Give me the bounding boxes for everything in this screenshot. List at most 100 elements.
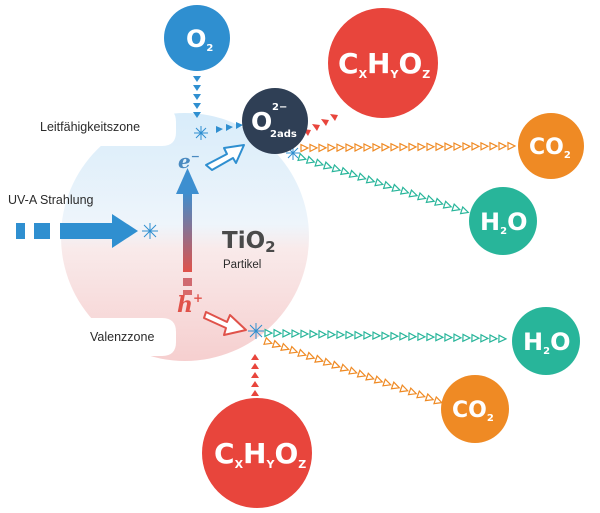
hole-transfer-arrow bbox=[203, 311, 247, 336]
voc-top-flow-arrows bbox=[303, 114, 338, 136]
trail-triangle bbox=[348, 366, 359, 375]
superoxide-to-co2-trail bbox=[300, 141, 517, 153]
trail-triangle bbox=[498, 334, 508, 344]
trail-triangle bbox=[459, 205, 470, 215]
trail-triangle bbox=[453, 333, 463, 343]
trail-triangle bbox=[416, 389, 427, 399]
electron-transfer-arrow bbox=[205, 144, 245, 171]
trail-triangle bbox=[424, 392, 435, 402]
trail-triangle bbox=[498, 141, 508, 151]
trail-triangle bbox=[462, 333, 472, 343]
svg-text:O2: O2 bbox=[186, 25, 213, 54]
trail-triangle bbox=[434, 197, 444, 206]
conduction-sparkle-icon bbox=[194, 126, 208, 140]
trail-triangle bbox=[363, 330, 373, 340]
trail-triangle bbox=[462, 142, 472, 151]
trail-triangle bbox=[345, 330, 355, 340]
trail-triangle bbox=[480, 141, 490, 151]
trail-triangle bbox=[381, 331, 391, 341]
trail-triangle bbox=[282, 328, 292, 338]
trail-triangle bbox=[305, 351, 316, 360]
trail-triangle bbox=[322, 357, 333, 366]
trail-triangle bbox=[489, 141, 499, 151]
conduction-label-notch bbox=[0, 108, 176, 146]
trail-triangle bbox=[433, 395, 443, 405]
trail-triangle bbox=[354, 143, 364, 152]
trail-triangle bbox=[471, 333, 481, 343]
trail-triangle bbox=[417, 332, 427, 342]
trail-triangle bbox=[345, 143, 355, 153]
electron-symbol: e− bbox=[178, 149, 200, 173]
trail-triangle bbox=[336, 143, 346, 153]
conduction-band-label: Leitfähigkeitszone bbox=[40, 120, 140, 134]
svg-text:O: O bbox=[251, 107, 272, 136]
superoxide-molecule: O 2− 2ads bbox=[242, 88, 308, 154]
trail-triangle bbox=[390, 142, 400, 152]
trail-triangle bbox=[399, 331, 409, 341]
trail-triangle bbox=[264, 328, 274, 338]
uv-arrow bbox=[16, 214, 138, 248]
trail-triangle bbox=[416, 191, 427, 201]
trail-triangle bbox=[339, 166, 350, 176]
oxygen-flow-arrows bbox=[193, 76, 201, 118]
valence-to-co2-trail bbox=[263, 336, 443, 405]
trail-triangle bbox=[318, 329, 328, 339]
trail-triangle bbox=[365, 372, 376, 381]
trail-triangle bbox=[381, 142, 391, 152]
trail-triangle bbox=[453, 142, 463, 152]
trail-triangle bbox=[382, 180, 393, 190]
trail-triangle bbox=[444, 142, 454, 152]
uv-radiation-label: UV-A Strahlung bbox=[8, 193, 94, 207]
trail-triangle bbox=[408, 189, 419, 198]
trail-triangle bbox=[372, 142, 382, 152]
trail-triangle bbox=[425, 194, 436, 204]
trail-triangle bbox=[373, 375, 384, 384]
trail-triangle bbox=[426, 332, 436, 342]
voc-molecule-top: CXHYOZ bbox=[328, 8, 438, 118]
excitation-path bbox=[176, 168, 199, 295]
trail-triangle bbox=[314, 158, 325, 167]
trail-triangle bbox=[356, 369, 367, 378]
valence-label-notch bbox=[0, 318, 176, 356]
trail-triangle bbox=[263, 336, 274, 346]
co2-molecule-bottom: CO2 bbox=[441, 375, 509, 443]
trail-triangle bbox=[300, 143, 310, 153]
oxygen-molecule: O2 bbox=[164, 5, 230, 71]
trail-triangle bbox=[331, 360, 342, 369]
trail-triangle bbox=[327, 330, 337, 339]
hole-symbol: h+ bbox=[177, 291, 203, 318]
trail-triangle bbox=[309, 329, 319, 339]
trail-triangle bbox=[382, 378, 393, 387]
svg-text:CXHYOZ: CXHYOZ bbox=[338, 47, 430, 81]
trail-triangle bbox=[372, 331, 382, 341]
svg-text:2−: 2− bbox=[272, 102, 287, 113]
trail-triangle bbox=[408, 332, 418, 341]
trail-triangle bbox=[273, 328, 283, 338]
trail-triangle bbox=[309, 143, 319, 153]
valence-to-h2o-trail bbox=[264, 328, 508, 344]
trail-triangle bbox=[408, 142, 418, 152]
trail-triangle bbox=[271, 339, 282, 348]
trail-triangle bbox=[291, 329, 301, 339]
trail-triangle bbox=[471, 141, 481, 151]
trail-triangle bbox=[399, 384, 410, 393]
trail-triangle bbox=[300, 329, 310, 339]
trail-triangle bbox=[357, 172, 367, 181]
trail-triangle bbox=[363, 142, 373, 152]
trail-triangle bbox=[314, 354, 325, 363]
trail-triangle bbox=[417, 142, 427, 152]
h2o-molecule-bottom: H2O bbox=[512, 307, 580, 375]
trail-triangle bbox=[489, 334, 499, 343]
trail-triangle bbox=[390, 331, 400, 341]
trail-triangle bbox=[399, 186, 410, 195]
uv-sparkle-icon bbox=[142, 223, 158, 239]
trail-triangle bbox=[480, 333, 490, 343]
trail-triangle bbox=[442, 200, 453, 209]
svg-text:CO2: CO2 bbox=[529, 135, 571, 161]
valence-band-label: Valenzzone bbox=[90, 330, 154, 344]
co2-molecule-top: CO2 bbox=[518, 113, 584, 179]
trail-triangle bbox=[327, 143, 337, 153]
trail-triangle bbox=[354, 330, 364, 340]
trail-triangle bbox=[374, 177, 385, 187]
